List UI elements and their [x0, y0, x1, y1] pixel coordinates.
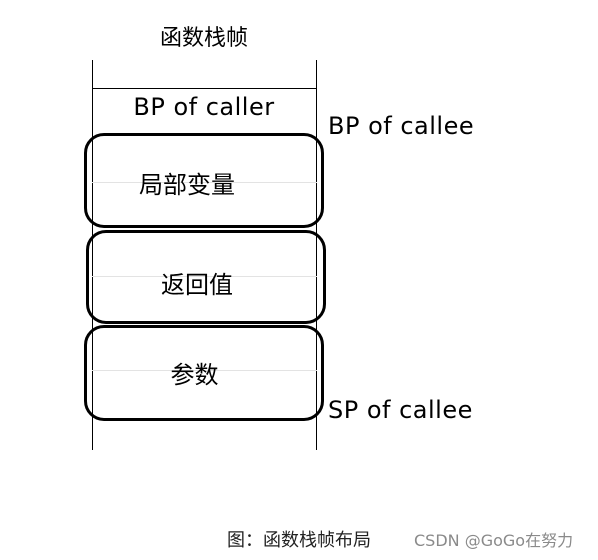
slot-divider: [92, 276, 317, 277]
sp-of-callee-label: SP of callee: [328, 396, 473, 424]
slot-divider: [92, 370, 317, 371]
figure-caption: 图：函数栈帧布局: [227, 530, 371, 551]
return-value-label: 返回值: [161, 271, 233, 299]
stack-left-border: [92, 60, 93, 450]
stack-top-divider: [92, 88, 317, 89]
bp-of-caller-label: BP of caller: [133, 93, 275, 121]
local-variables-label: 局部变量: [139, 171, 235, 199]
bp-of-callee-label: BP of callee: [328, 112, 475, 140]
stack-right-border: [316, 60, 317, 450]
parameters-label: 参数: [170, 361, 219, 389]
return-value-block: [86, 230, 326, 324]
local-variables-block: [84, 133, 324, 228]
parameters-block: [84, 325, 324, 421]
slot-divider: [92, 182, 317, 183]
csdn-watermark: CSDN @GoGo在努力: [414, 531, 574, 550]
diagram-title: 函数栈帧: [159, 26, 248, 51]
